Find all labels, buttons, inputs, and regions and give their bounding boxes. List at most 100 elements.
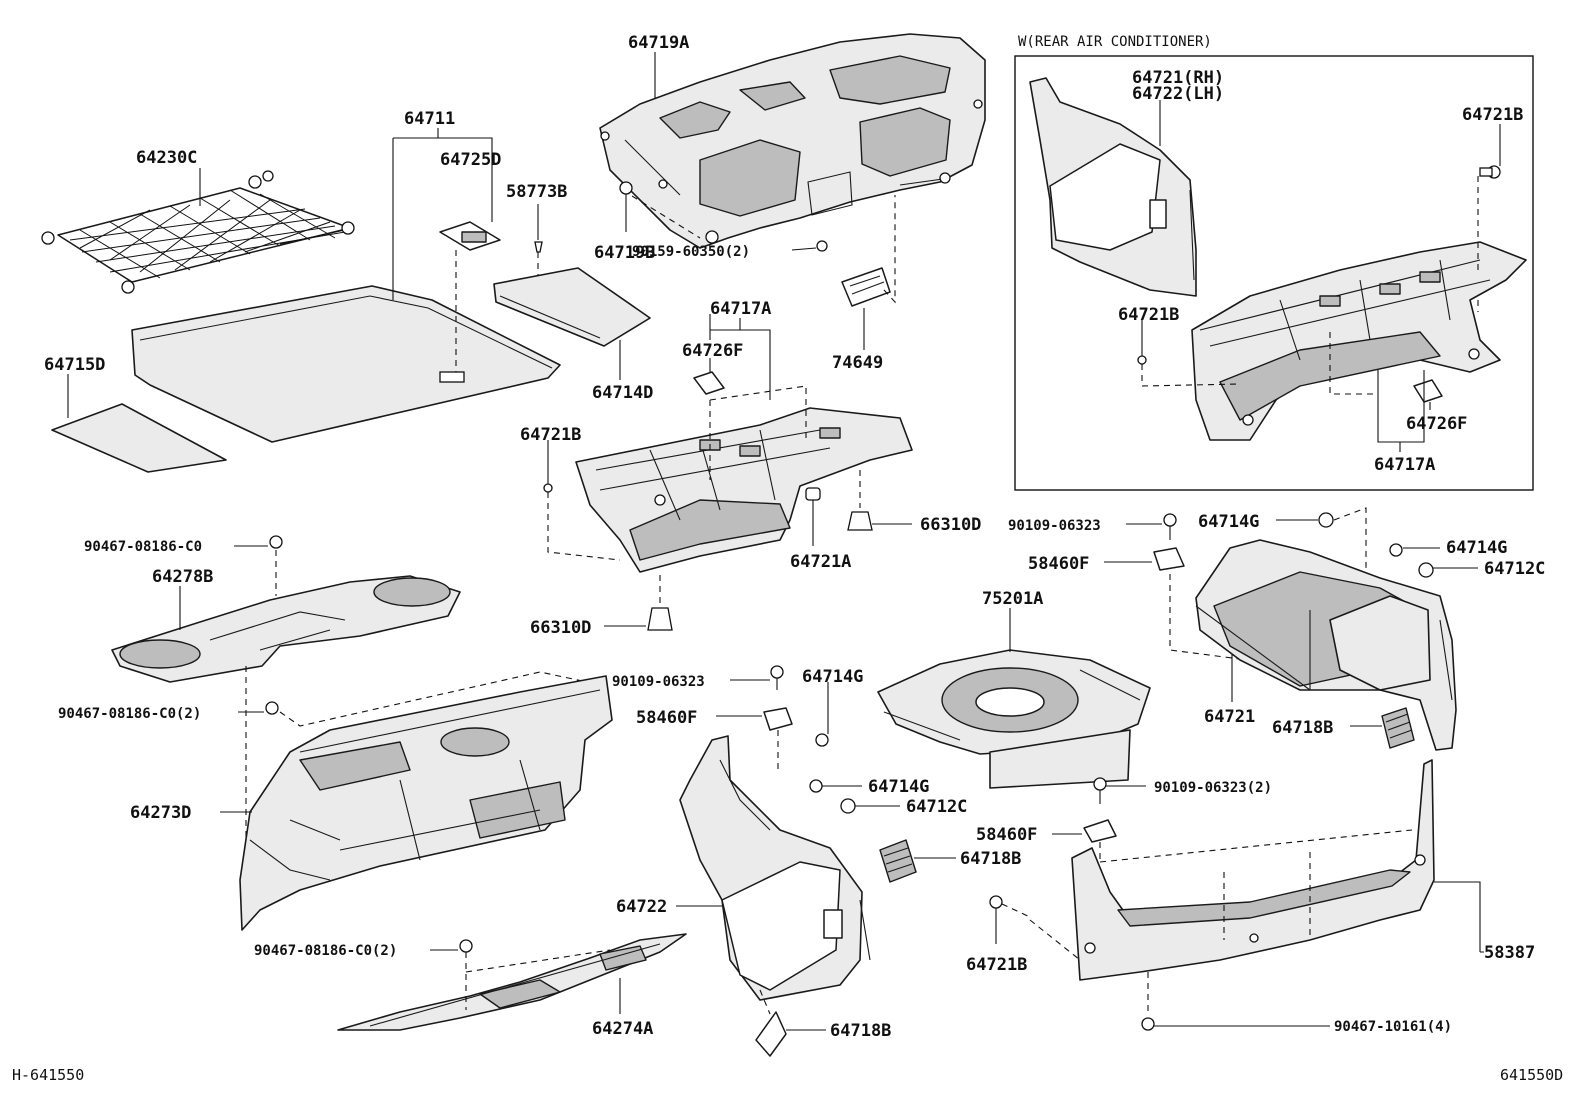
label-64717A: 64717A [710, 299, 771, 319]
screw-90109-06323-b [1126, 513, 1177, 540]
clip-64712C-b [1418, 562, 1478, 578]
screw-90109-06323-2 [1093, 777, 1146, 804]
vent-64718B-b [755, 989, 826, 1057]
inset-condition-note: W(REAR AIR CONDITIONER) [1018, 34, 1212, 50]
clip-66310D-right [847, 470, 912, 531]
label-90467-10161-4: 90467-10161(4) [1334, 1019, 1452, 1035]
label-90109-06323-b: 90109-06323 [1008, 518, 1101, 534]
label-58460F-c: 58460F [976, 825, 1037, 845]
inset-clip-64721B-left [1137, 320, 1241, 387]
label-64714G-a: 64714G [802, 667, 863, 687]
deck-board-64714D [493, 267, 651, 347]
lock-cover-74649 [841, 195, 896, 307]
label-74649: 74649 [832, 353, 883, 373]
label-90467-08186-C0: 90467-08186-C0 [84, 539, 202, 555]
trunk-floor-mat-64711 [131, 285, 561, 443]
trunk-lid-trim-64719A [599, 33, 986, 249]
package-tray-trim-64278B [111, 575, 461, 683]
label-90159-60350: 90159-60350(2) [632, 244, 750, 260]
rear-trim-panel-64273D [239, 675, 613, 931]
label-58460F-b: 58460F [1028, 554, 1089, 574]
clip-64714G-a [815, 682, 829, 747]
label-64721B-low: 64721B [966, 955, 1027, 975]
label-64719B: 64719B [594, 243, 655, 263]
label-64714D: 64714D [592, 383, 653, 403]
clip-64712C-a [840, 798, 900, 814]
label-64718B-a: 64718B [960, 849, 1021, 869]
label-64721A: 64721A [790, 552, 851, 572]
label-64722: 64722 [616, 897, 667, 917]
label-64278B: 64278B [152, 567, 213, 587]
inset-label-64726F: 64726F [1406, 414, 1467, 434]
label-64718B-c: 64718B [1272, 718, 1333, 738]
inset-rear-panel-64717A [1191, 241, 1527, 441]
clip-64721A [805, 487, 821, 546]
clip-58460F-a [716, 707, 793, 770]
label-64721: 64721 [1204, 707, 1255, 727]
label-75201A: 75201A [982, 589, 1043, 609]
cargo-net-64230C [41, 170, 355, 294]
inset-side-trim-64721-64722 [1029, 77, 1197, 297]
rear-sill-plate-58387 [1071, 759, 1435, 981]
side-trim-64721 [1195, 539, 1457, 751]
label-90109-06323-2: 90109-06323(2) [1154, 780, 1272, 796]
vent-64718B-c [1350, 707, 1415, 749]
label-64230C: 64230C [136, 148, 197, 168]
clip-64714G-b [809, 779, 862, 793]
trim-panel-64274A [337, 933, 687, 1031]
label-64725D: 64725D [440, 150, 501, 170]
label-64712C-a: 64712C [906, 797, 967, 817]
inset-label-64721B-left: 64721B [1118, 305, 1179, 325]
inset-frame [1014, 55, 1534, 491]
label-64712C-b: 64712C [1484, 559, 1545, 579]
label-64273D: 64273D [130, 803, 191, 823]
clip-64714G-d [1389, 543, 1440, 557]
inset-label-64721B-top: 64721B [1462, 105, 1523, 125]
spare-tire-cover-75201A [877, 649, 1151, 789]
clip-64721B-main [543, 440, 621, 561]
label-90467-08186-C0-2a: 90467-08186-C0(2) [58, 706, 201, 722]
vent-64718B-a [879, 839, 956, 883]
label-58460F-a: 58460F [636, 708, 697, 728]
inset-clip-64721B-top [1477, 124, 1501, 312]
clip-64725D [439, 221, 501, 372]
footer-right-code: 641550D [1500, 1066, 1563, 1084]
label-64714G-c: 64714G [1198, 512, 1259, 532]
clip-90467-08186-C0-2b [430, 939, 611, 1010]
label-64715D: 64715D [44, 355, 105, 375]
label-64714G-d: 64714G [1446, 538, 1507, 558]
label-58387: 58387 [1484, 943, 1535, 963]
clip-90467-10161-4 [1141, 972, 1330, 1031]
pin-64719B [619, 181, 701, 239]
clip-64721B-low [989, 895, 1081, 961]
clip-90467-08186-C0 [234, 535, 283, 596]
footer-left-code: H-641550 [12, 1066, 84, 1084]
label-64714G-b: 64714G [868, 777, 929, 797]
clip-66310D-bottom [604, 575, 673, 631]
clip-58460F-c [1052, 819, 1117, 862]
screw-90159-60350 [791, 240, 828, 252]
clip-64714G-c [1276, 507, 1367, 586]
label-64274A: 64274A [592, 1019, 653, 1039]
label-64726F: 64726F [682, 341, 743, 361]
side-trim-64722 [679, 735, 871, 1001]
clip-90467-08186-C0-2a [238, 666, 607, 900]
inset-label-64717A: 64717A [1374, 455, 1435, 475]
label-64711: 64711 [404, 109, 455, 129]
inset-label-64721RH: 64721(RH) [1132, 68, 1224, 88]
inset-label-64722LH: 64722(LH) [1132, 84, 1224, 104]
inset-clip-64726F [1413, 379, 1443, 410]
label-58773B: 58773B [506, 182, 567, 202]
floor-panel-64715D [51, 403, 227, 473]
clip-64726F [693, 371, 725, 395]
rear-panel-trim-64717A [575, 407, 913, 573]
screw-90109-06323-a [730, 665, 784, 690]
label-66310D-bottom: 66310D [530, 618, 591, 638]
label-64719A: 64719A [628, 33, 689, 53]
label-90467-08186-C0-2b: 90467-08186-C0(2) [254, 943, 397, 959]
label-66310D-right: 66310D [920, 515, 981, 535]
label-64718B-b: 64718B [830, 1021, 891, 1041]
label-90109-06323-a: 90109-06323 [612, 674, 705, 690]
label-64721B-main: 64721B [520, 425, 581, 445]
